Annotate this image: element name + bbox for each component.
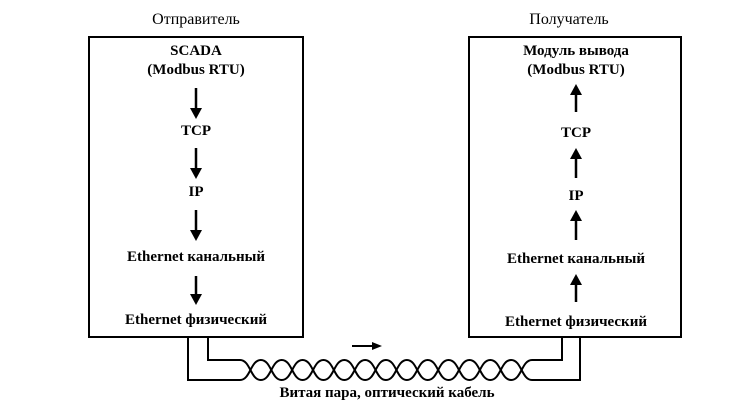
sender-layer-ip: IP xyxy=(188,184,204,200)
receiver-layer-app: Модуль вывода xyxy=(523,43,629,59)
receiver-layer-app-protocol: (Modbus RTU) xyxy=(527,62,625,78)
receiver-up-arrows xyxy=(570,84,582,302)
receiver-title: Получатель xyxy=(529,11,609,28)
direction-arrow-icon xyxy=(352,342,382,350)
receiver-layer-datalink: Ethernet канальный xyxy=(507,251,645,267)
cable-label: Витая пара, оптический кабель xyxy=(279,385,495,401)
sender-layer-physical: Ethernet физический xyxy=(125,312,267,328)
twisted-strand-1 xyxy=(239,358,533,382)
arrow-down-icon-head xyxy=(190,168,202,179)
arrow-up-icon-head xyxy=(570,84,582,95)
sender-layer-app-protocol: (Modbus RTU) xyxy=(147,62,245,78)
sender-layer-app: SCADA xyxy=(170,43,222,59)
twisted-pair-cable xyxy=(239,358,533,382)
sender-title: Отправитель xyxy=(152,11,240,28)
sender-layer-datalink: Ethernet канальный xyxy=(127,249,265,265)
arrow-up-icon-head xyxy=(570,210,582,221)
sender-down-arrows xyxy=(190,88,202,305)
arrow-down-icon-head xyxy=(190,108,202,119)
receiver-layer-physical: Ethernet физический xyxy=(505,314,647,330)
arrow-up-icon-head xyxy=(570,148,582,159)
receiver-layer-tcp: TCP xyxy=(561,125,591,141)
sender-wires xyxy=(187,338,240,381)
arrow-down-icon-head xyxy=(190,294,202,305)
arrow-up-icon-head xyxy=(570,274,582,285)
sender-layer-tcp: TCP xyxy=(181,123,211,139)
receiver-layer-ip: IP xyxy=(568,188,584,204)
arrow-down-icon-head xyxy=(190,230,202,241)
twisted-strand-2 xyxy=(239,358,533,382)
receiver-wires xyxy=(532,338,581,381)
sender-box xyxy=(88,36,304,338)
receiver-box xyxy=(468,36,682,338)
